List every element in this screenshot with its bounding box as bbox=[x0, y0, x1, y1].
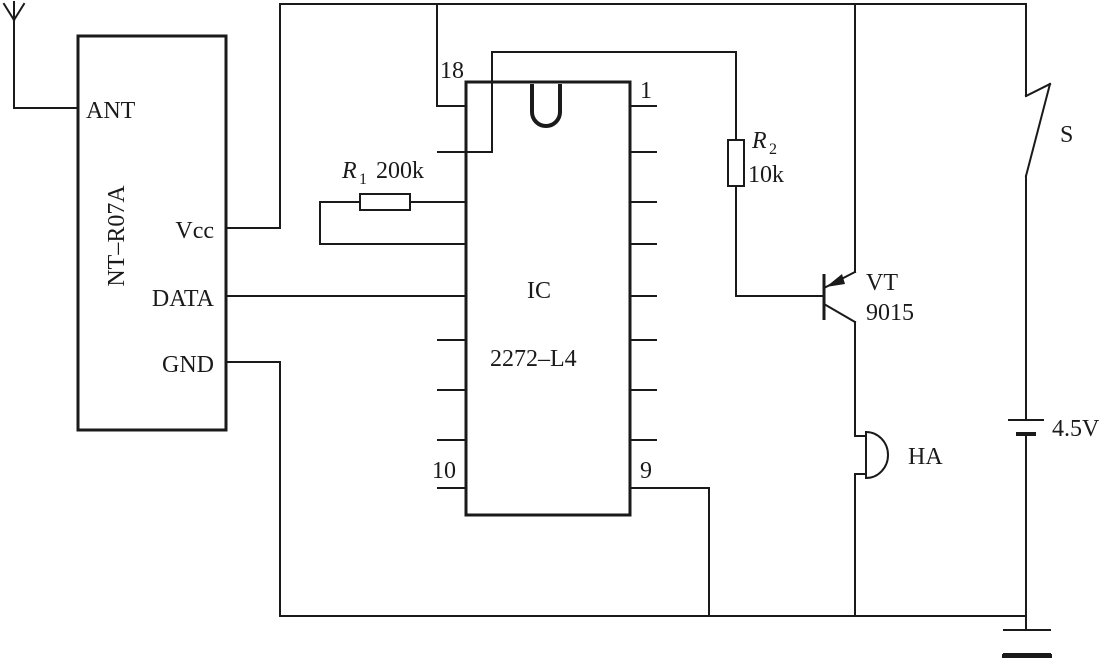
ic-label: IC bbox=[527, 278, 551, 304]
ic-part-number: 2272–L4 bbox=[490, 346, 577, 372]
ic-pin-10-label: 10 bbox=[432, 458, 456, 484]
r2-base-wire bbox=[735, 185, 823, 297]
pin-ant-label: ANT bbox=[86, 98, 136, 124]
battery-icon bbox=[1008, 417, 1044, 436]
r2-symbol: R bbox=[751, 128, 767, 154]
battery-label: 4.5V bbox=[1052, 416, 1100, 442]
r2-top-wire bbox=[465, 51, 737, 153]
switch-s-icon bbox=[1024, 82, 1052, 419]
r1-subscript: 1 bbox=[359, 171, 367, 188]
pin-data-label: DATA bbox=[152, 286, 215, 312]
gnd-rail-wire bbox=[225, 361, 1051, 655]
vt-model: 9015 bbox=[866, 300, 914, 326]
switch-label: S bbox=[1060, 122, 1073, 148]
pin-vcc-label: Vcc bbox=[175, 218, 214, 244]
vcc-rail-wire bbox=[225, 3, 1027, 273]
r1-symbol: R bbox=[341, 158, 357, 184]
receiver-module-box bbox=[76, 34, 228, 432]
resistor-r1 bbox=[359, 193, 411, 211]
resistor-r2 bbox=[727, 139, 745, 187]
ic-pin-18-label: 18 bbox=[440, 58, 464, 84]
antenna-icon bbox=[2, 1, 79, 109]
r1-wire bbox=[319, 201, 467, 245]
ha-label: HA bbox=[908, 444, 943, 470]
transistor-vt-icon bbox=[822, 270, 857, 324]
ic-pin-9-label: 9 bbox=[640, 458, 652, 484]
ic-pin-1-label: 1 bbox=[640, 78, 652, 104]
ic-body bbox=[464, 80, 632, 517]
receiver-module-name: NT–R07A bbox=[104, 185, 130, 287]
r2-value: 10k bbox=[748, 162, 784, 188]
buzzer-ha-icon bbox=[854, 430, 889, 480]
r2-subscript: 2 bbox=[769, 141, 777, 158]
ic-notch-icon bbox=[530, 84, 562, 128]
pin-gnd-label: GND bbox=[162, 352, 214, 378]
r1-value: 200k bbox=[376, 158, 424, 184]
vt-label: VT bbox=[866, 270, 898, 296]
